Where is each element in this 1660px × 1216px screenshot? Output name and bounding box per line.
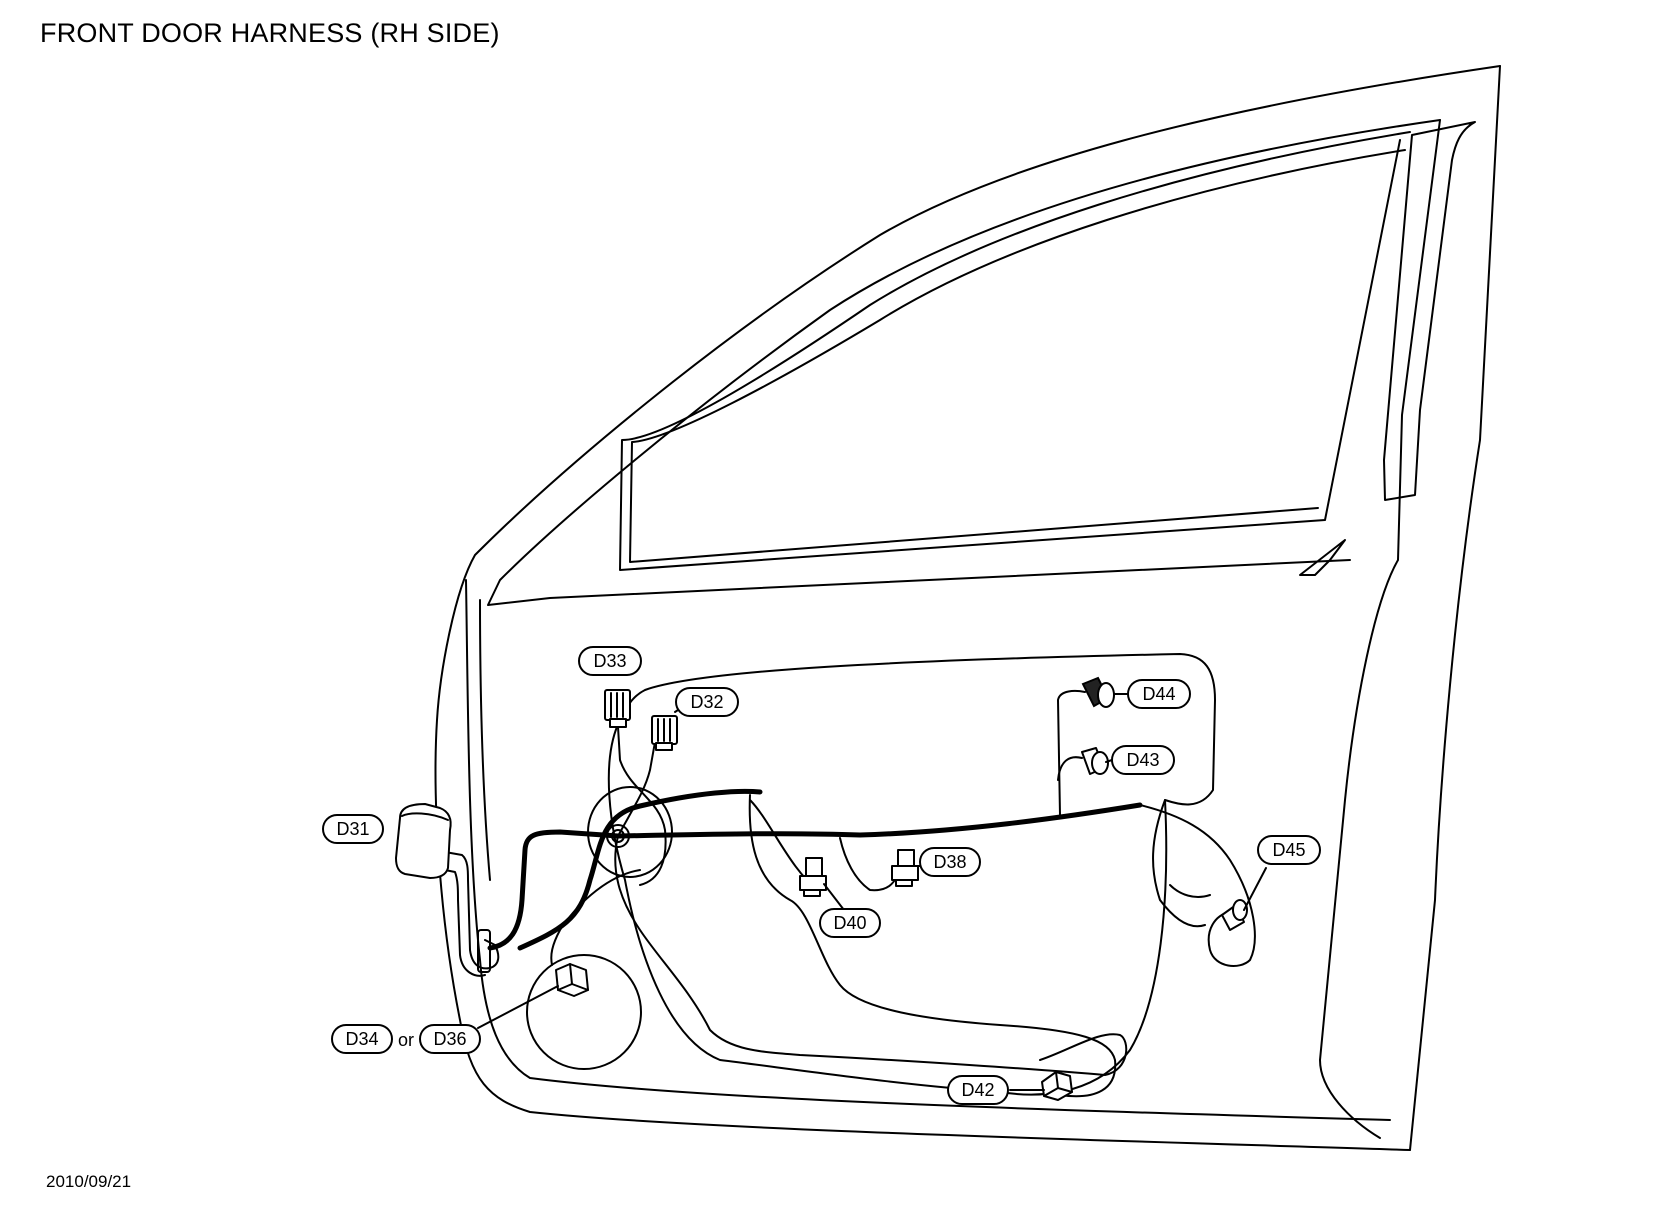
label-d42-text: D42 xyxy=(961,1080,994,1100)
label-d33: D33 xyxy=(578,646,642,676)
label-d45: D45 xyxy=(1257,835,1321,865)
label-d31: D31 xyxy=(322,814,384,844)
connector-d43-body xyxy=(1081,747,1109,775)
connector-d32-body xyxy=(651,715,678,751)
label-or-text: or xyxy=(398,1030,414,1050)
label-d36: D36 xyxy=(419,1024,481,1054)
connector-d40-body xyxy=(799,857,827,897)
label-d45-text: D45 xyxy=(1272,840,1305,860)
door-outline xyxy=(434,65,1501,1151)
label-d43-text: D43 xyxy=(1126,750,1159,770)
diagram-title: FRONT DOOR HARNESS (RH SIDE) xyxy=(40,18,500,48)
label-d38: D38 xyxy=(919,847,981,877)
label-d34: D34 xyxy=(331,1024,393,1054)
label-d40: D40 xyxy=(819,908,881,938)
label-d36-text: D36 xyxy=(433,1029,466,1049)
label-d43: D43 xyxy=(1111,745,1175,775)
inner-panel xyxy=(526,653,1216,1096)
connector-d42-body xyxy=(1041,1071,1073,1101)
speaker-outline xyxy=(526,954,642,1070)
harness-wires xyxy=(444,690,1256,1098)
connector-d45-body xyxy=(1221,899,1248,931)
connector-d34-body xyxy=(555,963,589,997)
label-d32: D32 xyxy=(675,687,739,717)
connector-d31-body xyxy=(395,803,452,879)
connector-d38-body xyxy=(891,849,919,887)
label-d33-text: D33 xyxy=(593,651,626,671)
label-d42: D42 xyxy=(947,1075,1009,1105)
label-d32-text: D32 xyxy=(690,692,723,712)
label-d44: D44 xyxy=(1127,679,1191,709)
connector-d33-body xyxy=(604,689,631,728)
label-d40-text: D40 xyxy=(833,913,866,933)
revision-date: 2010/09/21 xyxy=(46,1172,132,1191)
label-d31-text: D31 xyxy=(336,819,369,839)
label-d34-text: D34 xyxy=(345,1029,378,1049)
connector-d44-body xyxy=(1081,676,1115,708)
label-d44-text: D44 xyxy=(1142,684,1175,704)
label-d38-text: D38 xyxy=(933,852,966,872)
